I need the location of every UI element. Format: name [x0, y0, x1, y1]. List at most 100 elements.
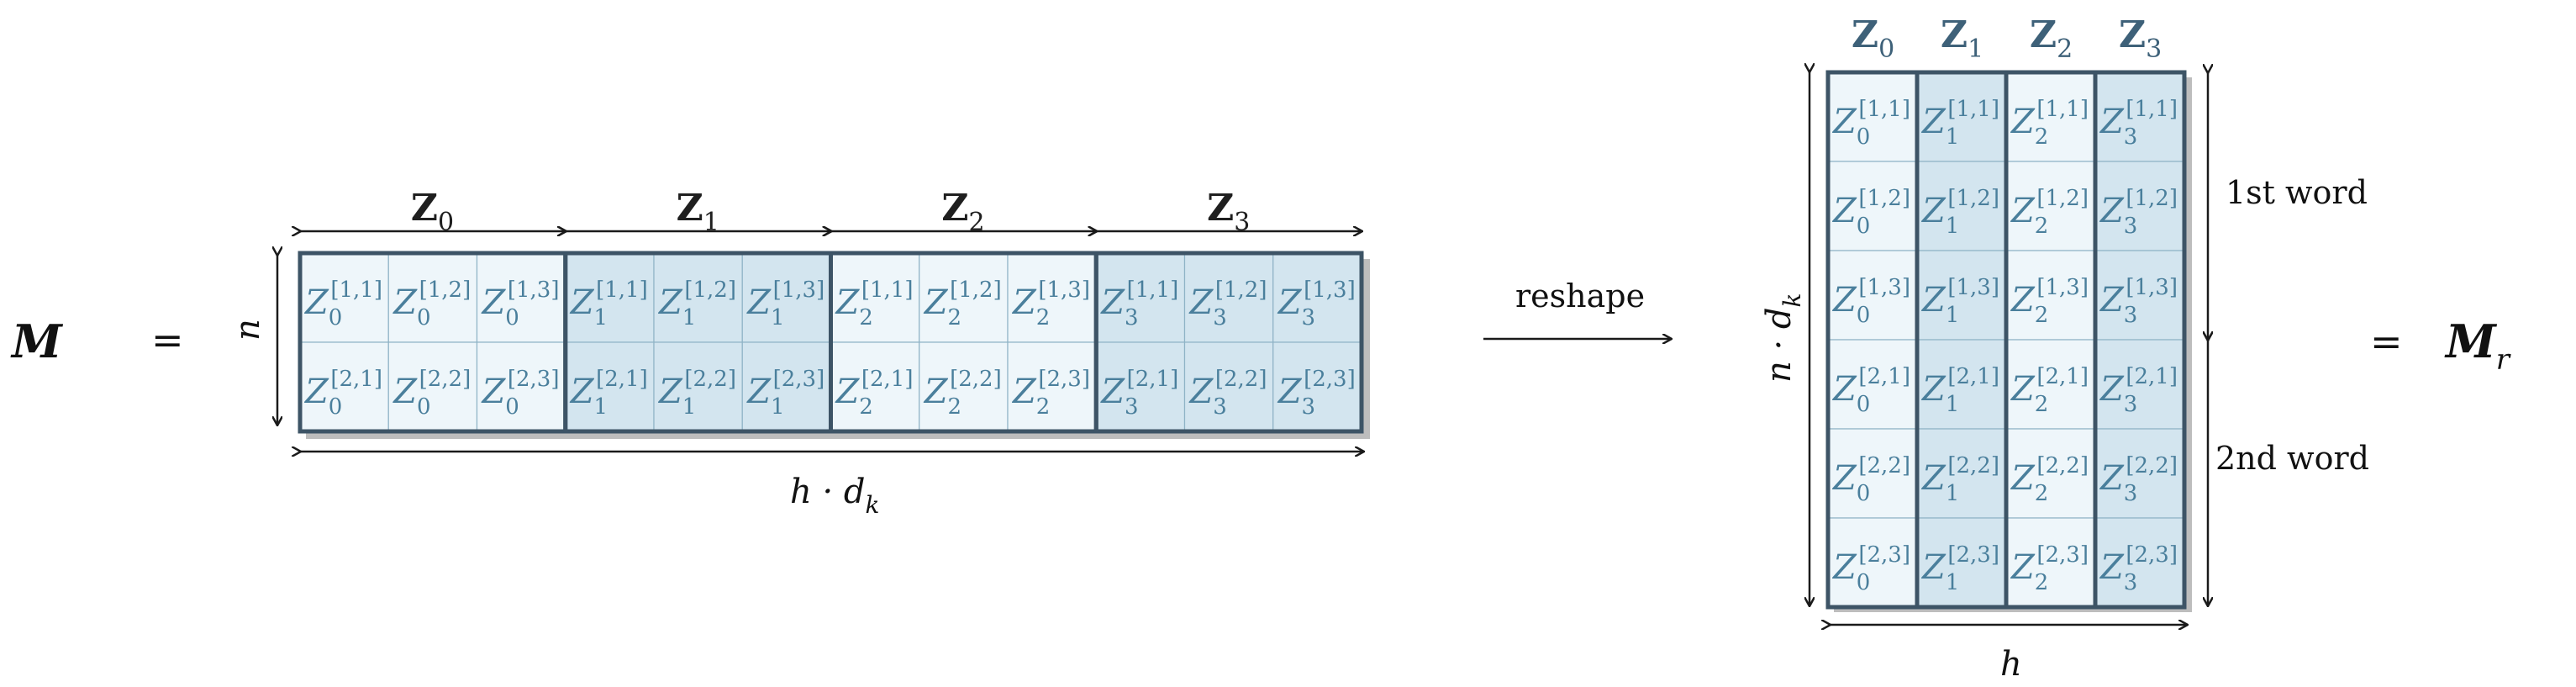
- right-cell-label: Z1[2,2]: [1920, 453, 1999, 506]
- right-cell: [2094, 339, 2185, 430]
- left-cell-label: Z3[2,1]: [1099, 367, 1178, 420]
- left-cell: [387, 341, 478, 432]
- right-cell-label: Z0[1,1]: [1831, 97, 1910, 150]
- right-cell-label: Z3[2,3]: [2099, 542, 2178, 595]
- left-cell: [1095, 341, 1186, 432]
- right-cell-label: Z1[2,3]: [1920, 542, 1999, 595]
- right-cell-label: Z3[1,2]: [2099, 186, 2178, 239]
- left-cell-label: Z1[1,3]: [745, 277, 824, 330]
- rows-n-dk-label: n · dk: [1760, 293, 1806, 383]
- left-cell-label: Z0[2,1]: [303, 367, 382, 420]
- column-header-label: Z1: [1941, 13, 1983, 64]
- group-header-label: Z2: [941, 187, 984, 237]
- left-cell-label: Z0[1,3]: [481, 277, 560, 330]
- right-cell-label: Z3[1,1]: [2099, 97, 2178, 150]
- left-cell-label: Z3[1,2]: [1188, 277, 1267, 330]
- right-cell-label: Z3[2,1]: [2099, 364, 2178, 417]
- right-cell-label: Z1[1,1]: [1920, 97, 1999, 150]
- group-header-label: Z1: [677, 187, 719, 237]
- right-column-headers: Z0 Z1 Z2 Z3: [1852, 13, 2162, 64]
- rows-n-label: n: [229, 319, 267, 341]
- left-cell: [830, 252, 920, 343]
- left-cell-label: Z0[1,2]: [392, 277, 471, 330]
- reshape-label: reshape: [1515, 277, 1645, 314]
- left-cell-label: Z3[1,1]: [1099, 277, 1178, 330]
- left-cell-label: Z1[2,3]: [745, 367, 824, 420]
- width-h-dk-label: h · dk: [790, 473, 879, 519]
- left-cell-label: Z1[2,1]: [569, 367, 648, 420]
- right-cell: [1916, 517, 2007, 608]
- group-header-label: Z0: [411, 187, 454, 237]
- right-cell-label: Z1[1,3]: [1920, 275, 1999, 328]
- left-cell-label: Z0[2,3]: [481, 367, 560, 420]
- right-cell-label: Z2[1,2]: [2010, 186, 2089, 239]
- right-cell: [1827, 339, 1918, 430]
- right-cell-label: Z2[2,2]: [2010, 453, 2089, 506]
- left-cell: [476, 252, 566, 343]
- column-header-label: Z3: [2119, 13, 2162, 64]
- column-header-label: Z0: [1852, 13, 1894, 64]
- left-cell-label: Z3[2,2]: [1188, 367, 1267, 420]
- right-cell: [1916, 339, 2007, 430]
- right-cell: [2094, 71, 2185, 162]
- right-cell-label: Z0[1,3]: [1831, 275, 1910, 328]
- left-cell: [1272, 252, 1362, 343]
- matrix-m-symbol: M: [10, 314, 64, 368]
- left-group-border: [1093, 251, 1364, 434]
- left-cell: [1272, 341, 1362, 432]
- right-cell-label: Z1[2,1]: [1920, 364, 1999, 417]
- right-column-border: [2093, 70, 2187, 610]
- left-cell: [1007, 341, 1097, 432]
- left-cell-label: Z2[2,2]: [923, 367, 1002, 420]
- left-cell-label: Z2[1,1]: [835, 277, 914, 330]
- right-cell: [2094, 428, 2185, 519]
- reshape-arrow-group: reshape: [1483, 277, 1671, 339]
- right-cell-label: Z3[2,2]: [2099, 453, 2178, 506]
- right-cell: [1827, 428, 1918, 519]
- left-cell-label: Z2[2,1]: [835, 367, 914, 420]
- right-cell: [2094, 161, 2185, 251]
- left-cell-label: Z1[1,1]: [569, 277, 648, 330]
- left-cell: [299, 341, 389, 432]
- left-cell: [653, 252, 743, 343]
- group-header-label: Z3: [1207, 187, 1250, 237]
- right-cell-label: Z3[1,3]: [2099, 275, 2178, 328]
- right-cell: [1916, 161, 2007, 251]
- matrix-mr-symbol: Mr: [2444, 314, 2511, 377]
- left-group-headers: Z0 Z1 Z2 Z3: [300, 187, 1362, 237]
- left-cell: [387, 252, 478, 343]
- column-header-label: Z2: [2030, 13, 2073, 64]
- left-cell: [919, 341, 1009, 432]
- right-cell-label: Z0[2,1]: [1831, 364, 1910, 417]
- right-cell: [1916, 428, 2007, 519]
- left-cell-label: Z0[2,2]: [392, 367, 471, 420]
- left-cell-label: Z1[1,2]: [657, 277, 736, 330]
- left-cell: [565, 252, 655, 343]
- left-matrix-expression: M = n Z0[1,1]Z0[1,2]Z0[1,3]Z1[1,1]Z1[1,2…: [10, 187, 1370, 519]
- right-cell-label: Z2[2,3]: [2010, 542, 2089, 595]
- right-matrix-grid: Z0[1,1]Z1[1,1]Z2[1,1]Z3[1,1] Z0[1,2]Z1[1,…: [1825, 70, 2187, 610]
- right-cell-label: Z0[1,2]: [1831, 186, 1910, 239]
- cols-h-label: h: [2000, 645, 2022, 684]
- right-cell: [1916, 250, 2007, 341]
- left-matrix-grid: Z0[1,1]Z0[1,2]Z0[1,3]Z1[1,1]Z1[1,2]Z1[1,…: [298, 251, 1364, 434]
- left-cell-label: Z0[1,1]: [303, 277, 382, 330]
- right-cell-label: Z2[2,1]: [2010, 364, 2089, 417]
- equals-sign-right: =: [2370, 319, 2403, 364]
- right-cell-label: Z2[1,1]: [2010, 97, 2089, 150]
- right-cell: [1827, 250, 1918, 341]
- left-cell-label: Z2[1,2]: [923, 277, 1002, 330]
- left-cell: [1095, 252, 1186, 343]
- right-cell-label: Z1[1,2]: [1920, 186, 1999, 239]
- right-cell: [1827, 161, 1918, 251]
- left-cell: [741, 341, 832, 432]
- left-cell-label: Z1[2,2]: [657, 367, 736, 420]
- right-cell-label: Z2[1,3]: [2010, 275, 2089, 328]
- left-cell-label: Z3[1,3]: [1277, 277, 1356, 330]
- right-cell: [1827, 517, 1918, 608]
- first-word-label: 1st word: [2226, 174, 2368, 211]
- left-cell: [1007, 252, 1097, 343]
- right-cell-label: Z0[2,2]: [1831, 453, 1910, 506]
